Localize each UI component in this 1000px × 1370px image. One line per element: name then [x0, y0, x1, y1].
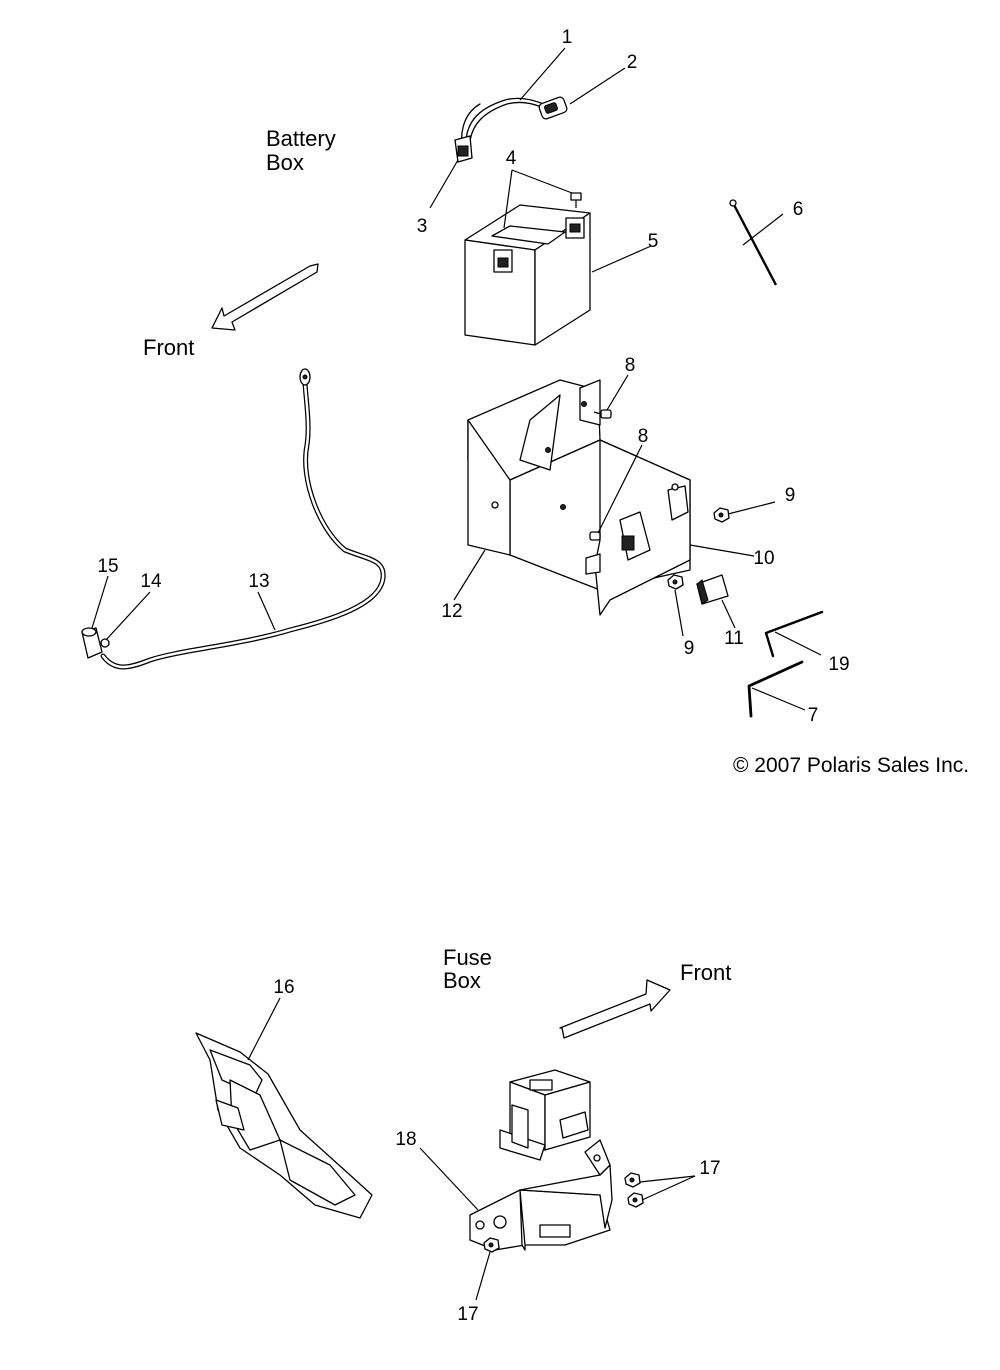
callout-19: 19 [828, 654, 849, 675]
box-nuts [667, 507, 730, 590]
callout-2: 2 [627, 52, 638, 73]
front-arrow-top-icon [211, 263, 319, 331]
front-arrow-bottom-icon [559, 979, 671, 1039]
callout-9a: 9 [785, 485, 796, 506]
callout-16: 16 [273, 977, 294, 998]
fuse-box-title-line2: Box [443, 968, 481, 993]
battery-cable-negative [81, 368, 386, 670]
leader-lines [91, 47, 822, 1301]
hex-keys [747, 610, 824, 718]
callout-17a: 17 [699, 1158, 720, 1179]
fuse-box-cover [195, 1032, 373, 1219]
callout-17b: 17 [457, 1304, 478, 1325]
callout-6: 6 [793, 199, 804, 220]
callout-14: 14 [140, 571, 162, 592]
callout-9b: 9 [684, 638, 695, 659]
fuse-box-title: Fuse Box [443, 945, 492, 993]
callout-13: 13 [248, 571, 269, 592]
front-arrow-bottom: Front [559, 960, 731, 1039]
callout-8a: 8 [625, 355, 636, 376]
battery-box-title-line1: Battery [266, 126, 336, 151]
battery-box-title: Battery Box [266, 126, 336, 175]
fuse-box-bracket [469, 1139, 613, 1251]
box-screws [589, 409, 612, 541]
copyright-notice: © 2007 Polaris Sales Inc. [733, 754, 969, 777]
battery-cable-harness [454, 96, 568, 163]
fuse-box-title-line1: Fuse [443, 945, 492, 970]
callout-12: 12 [441, 601, 462, 622]
hold-down-rod [729, 199, 778, 286]
callout-18: 18 [395, 1129, 416, 1150]
battery [464, 204, 591, 346]
callout-1: 1 [562, 27, 573, 48]
front-arrow-top: Front [143, 263, 319, 360]
callout-numbers: 1 2 3 4 5 6 7 8 8 9 9 10 11 12 13 14 15 … [97, 27, 849, 1325]
callout-3: 3 [417, 216, 428, 237]
bracket-screws [483, 1172, 644, 1253]
callout-15: 15 [97, 556, 118, 577]
front-label-top: Front [143, 335, 194, 360]
callout-10: 10 [753, 548, 774, 569]
callout-11: 11 [724, 628, 744, 649]
fuse-holder [696, 574, 729, 605]
fuse-box [499, 1069, 591, 1161]
callout-7: 7 [808, 705, 819, 726]
battery-box-title-line2: Box [266, 150, 304, 175]
callout-4: 4 [506, 148, 517, 169]
callout-8b: 8 [638, 426, 649, 447]
front-label-bottom: Front [680, 960, 731, 985]
callout-5: 5 [648, 231, 659, 252]
battery-box-bracket [467, 379, 691, 616]
